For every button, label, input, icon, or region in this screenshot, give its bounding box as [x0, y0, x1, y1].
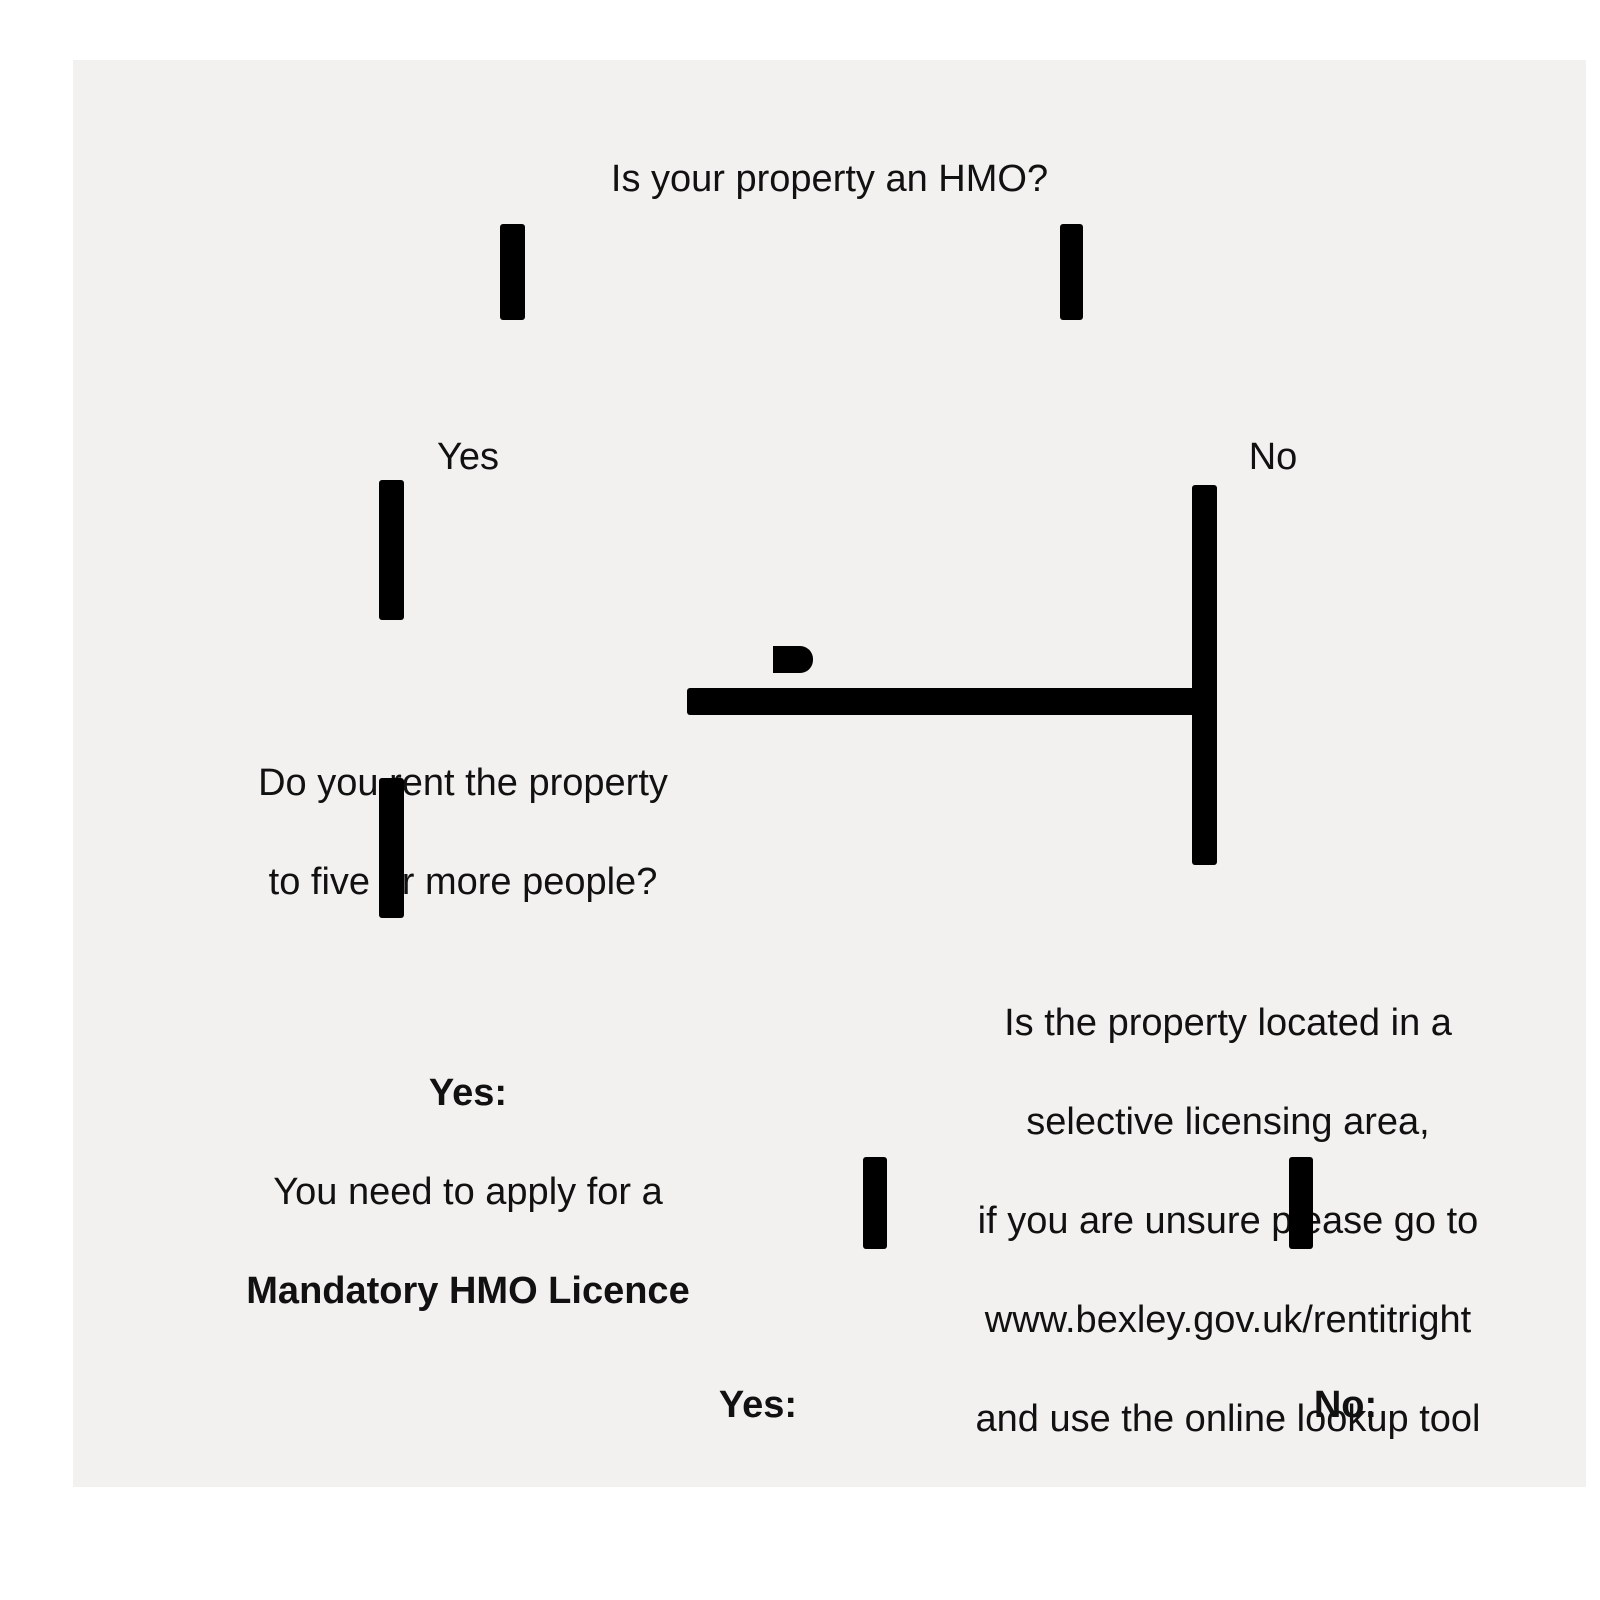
- connector-yes-to-rent-question: [379, 480, 404, 620]
- none-outcome-head: No:: [1313, 1384, 1378, 1427]
- root-question: Is your property an HMO?: [610, 158, 1049, 200]
- mandatory-outcome-line-2: Mandatory HMO Licence: [246, 1269, 690, 1312]
- redaction-artifact-icon: [773, 646, 813, 673]
- selective-outcome-line-1: You need to apply: [607, 1483, 910, 1487]
- no-licence-outcome: No: You do not need to apply for any pro…: [1073, 1332, 1586, 1487]
- flowchart-panel: Is your property an HMO? Yes No Do you r…: [73, 60, 1586, 1487]
- mandatory-outcome: Yes: You need to apply for a Mandatory H…: [158, 1020, 778, 1316]
- selective-question-line-5: and use the online lookup tool: [975, 1397, 1481, 1440]
- selective-question-line-3: if you are unsure please go to: [977, 1199, 1479, 1242]
- connector-root-to-no-branch: [1060, 224, 1083, 320]
- selective-licensing-question: Is the property located in a selective l…: [918, 950, 1538, 1444]
- selective-question-line-2: selective licensing area,: [1026, 1101, 1430, 1144]
- selective-question-url: www.bexley.gov.uk/rentitright: [984, 1298, 1472, 1341]
- edge-label-yes: Yes: [437, 436, 499, 478]
- edge-label-no: No: [1248, 436, 1298, 478]
- none-outcome-line-1: You do not need to apply for: [1109, 1483, 1583, 1487]
- connector-root-to-yes-branch: [500, 224, 525, 320]
- connector-selective-question-to-none-outcome: [1289, 1157, 1313, 1249]
- rent-question-line-2: to five or more people?: [268, 861, 658, 904]
- selective-outcome-head: Yes:: [718, 1384, 798, 1427]
- connector-rent-question-to-mandatory-outcome: [379, 778, 404, 918]
- selective-question-line-1: Is the property located in a: [1004, 1002, 1452, 1045]
- connector-no-horizontal-arm: [687, 688, 1217, 715]
- connector-selective-question-to-selective-outcome: [863, 1157, 887, 1249]
- rent-question-line-1: Do you rent the property: [258, 762, 668, 805]
- mandatory-outcome-head: Yes:: [428, 1072, 508, 1115]
- connector-no-vertical-trunk: [1192, 485, 1217, 865]
- rent-question: Do you rent the property to five or more…: [163, 710, 763, 908]
- mandatory-outcome-line-1: You need to apply for a: [273, 1171, 663, 1214]
